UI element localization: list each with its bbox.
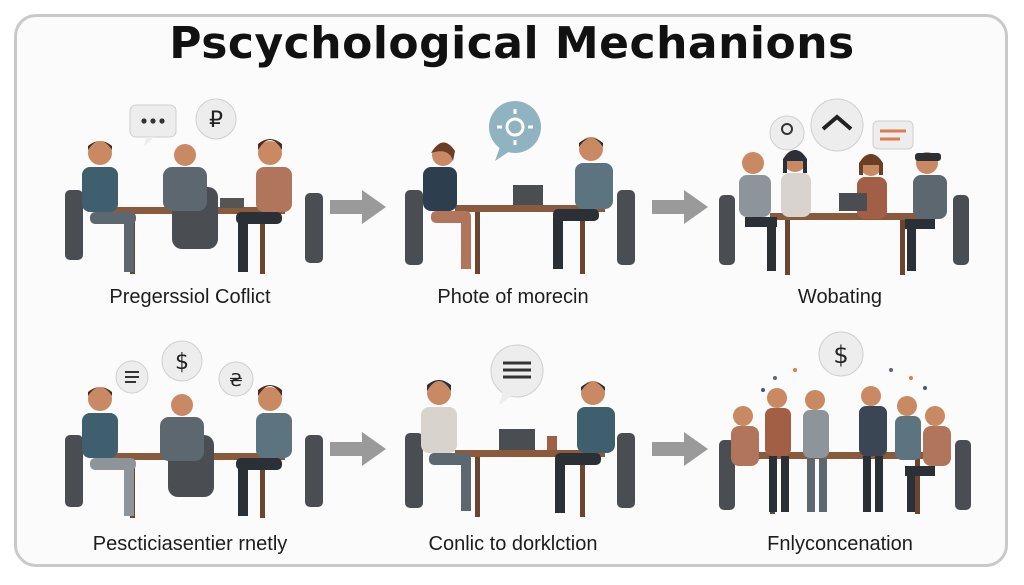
svg-text:$: $ [833, 341, 848, 369]
currency-bubble-icon: ₴ [218, 361, 254, 397]
currency-bubble-icon: ₽ [195, 98, 237, 140]
dollar-bubble-icon: $ [818, 331, 864, 377]
house-bubble-icon [810, 98, 864, 152]
scene-panel-1: ₽ [65, 98, 323, 274]
scene-panel-2 [405, 101, 635, 274]
lines-bubble-icon [872, 120, 914, 150]
scene-panel-6: $ [719, 331, 971, 514]
diagram-title: Pscychological Mechanions [169, 18, 855, 69]
arrow-right-icon [330, 432, 386, 466]
arrow-right-icon [652, 190, 708, 224]
scene-panel-4: $ ₴ [65, 340, 323, 518]
list-bubble-icon [490, 344, 544, 405]
scene-panel-5 [405, 344, 635, 517]
panel-1-caption: Pregerssiol Coflict [109, 286, 271, 308]
dollar-bubble-icon: $ [161, 340, 203, 382]
scene-panel-3 [719, 98, 969, 275]
panel-6-caption: Fnlyconcenation [767, 533, 913, 555]
arrow-right-icon [330, 190, 386, 224]
sun-bubble-icon [489, 101, 541, 161]
panel-3-caption: Wobating [797, 286, 883, 308]
confetti-dots [761, 368, 927, 392]
arrow-right-icon [652, 432, 708, 466]
person-bubble-icon [769, 115, 805, 151]
list-bubble-icon [115, 360, 149, 394]
svg-text:₴: ₴ [229, 370, 243, 391]
speech-bubble-dots [129, 104, 177, 147]
panel-2-caption: Phote of morecin [437, 286, 589, 308]
svg-text:$: $ [175, 350, 189, 375]
panel-4-caption: Pescticiasentier rnetly [92, 533, 288, 555]
panel-5-caption: Conlic to dorklction [428, 533, 598, 555]
svg-text:₽: ₽ [209, 108, 223, 133]
